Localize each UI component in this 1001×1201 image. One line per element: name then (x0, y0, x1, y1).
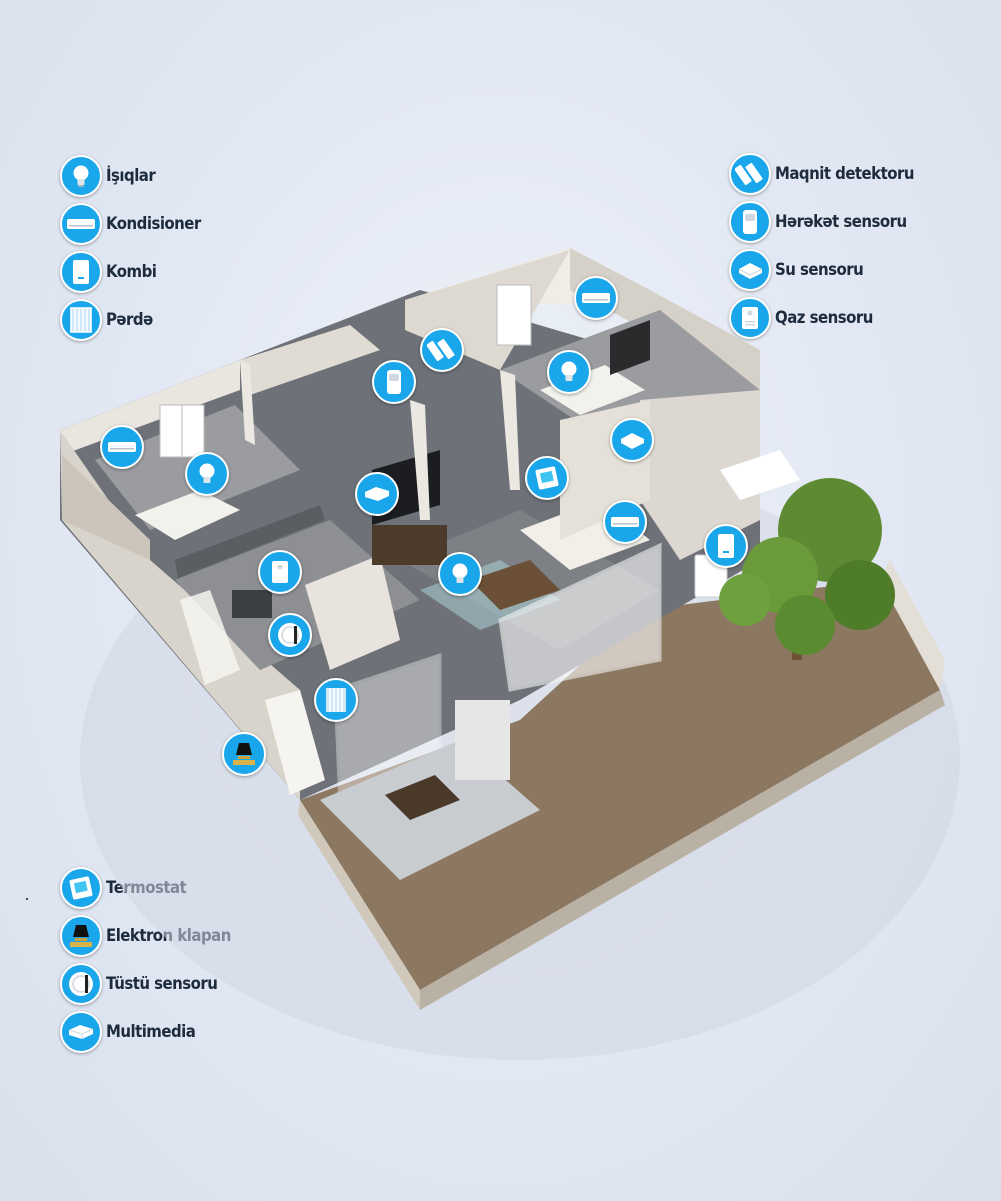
thermostat-icon (525, 456, 569, 500)
marker-magnetic-detector[interactable] (420, 328, 464, 372)
stove (232, 590, 272, 618)
kitchen-floor (175, 520, 420, 670)
light-bulb-icon (185, 452, 229, 496)
bathroom-wall (640, 390, 760, 560)
light-bulb-icon (547, 350, 591, 394)
marker-boiler[interactable] (704, 524, 748, 568)
window (496, 284, 532, 346)
motion-sensor-icon (729, 201, 771, 243)
stray-dot (26, 898, 28, 900)
curtain-icon (60, 299, 102, 341)
marker-electronic-valve[interactable] (222, 732, 266, 776)
inner-wall (500, 370, 520, 490)
marker-light-bulb[interactable] (438, 552, 482, 596)
kitchen-cabinets (175, 505, 325, 578)
counter (180, 590, 240, 685)
magnetic-detector-icon (729, 153, 771, 195)
water-sensor-icon (729, 249, 771, 291)
legend-label: Hərəkət sensoru (775, 212, 907, 232)
curtain-icon (314, 678, 358, 722)
shelf (265, 690, 325, 795)
legend-label: Pərdə (106, 310, 153, 330)
legend-item-electronic-valve: Elektron klapan (60, 912, 248, 960)
multimedia-icon (355, 472, 399, 516)
boiler-icon (704, 524, 748, 568)
legend-label: Su sensoru (775, 260, 864, 280)
marker-air-conditioner[interactable] (100, 425, 144, 469)
legend-item-boiler: Kombi (60, 248, 214, 296)
tv-console (372, 525, 447, 565)
tree (719, 478, 895, 660)
marker-gas-sensor[interactable] (258, 550, 302, 594)
marker-thermostat[interactable] (525, 456, 569, 500)
marker-light-bulb[interactable] (185, 452, 229, 496)
wall-left-shade (62, 455, 150, 560)
legend-bottom-left: Termostat Elektron klapan Tüstü sensoru … (60, 864, 248, 1056)
marker-water-sensor[interactable] (610, 418, 654, 462)
kitchen-island (305, 555, 400, 670)
legend-item-lights: İşıqlar (60, 152, 214, 200)
legend-top-right: Maqnit detektoru Hərəkət sensoru Su sens… (729, 150, 933, 342)
gas-sensor-icon (729, 297, 771, 339)
electronic-valve-icon (60, 915, 102, 957)
legend-item-magnetic-detector: Maqnit detektoru (729, 150, 933, 198)
legend-label: Tüstü sensoru (106, 974, 218, 994)
electronic-valve-icon (222, 732, 266, 776)
motion-sensor-icon (372, 360, 416, 404)
dining-table (385, 775, 460, 820)
marker-smoke-sensor[interactable] (268, 613, 312, 657)
air-conditioner-icon (603, 500, 647, 544)
legend-item-water-sensor: Su sensoru (729, 246, 933, 294)
wall-segment (240, 325, 380, 395)
headboard (610, 320, 650, 375)
legend-top-left: İşıqlar Kondisioner Kombi Pərdə (60, 152, 214, 344)
gas-sensor-icon (258, 550, 302, 594)
legend-label: Maqnit detektoru (775, 164, 914, 184)
master-bed (540, 365, 645, 415)
marker-motion-sensor[interactable] (372, 360, 416, 404)
marker-air-conditioner[interactable] (603, 500, 647, 544)
yard-wall-left (298, 800, 420, 1010)
yard-wall-right (880, 560, 945, 690)
legend-label: Kondisioner (106, 214, 201, 234)
legend-item-smoke-sensor: Tüstü sensoru (60, 960, 248, 1008)
legend-item-motion-sensor: Hərəkət sensoru (729, 198, 933, 246)
inner-wall (410, 400, 430, 520)
marker-multimedia[interactable] (355, 472, 399, 516)
yard-wall-front (420, 690, 945, 1010)
inner-wall (240, 360, 255, 445)
legend-label: Kombi (106, 262, 157, 282)
legend-item-air-conditioner: Kondisioner (60, 200, 214, 248)
legend-item-gas-sensor: Qaz sensoru (729, 294, 933, 342)
light-bulb-icon (60, 155, 102, 197)
legend-label: Qaz sensoru (775, 308, 873, 328)
yard-ground (300, 580, 940, 990)
boiler-icon (60, 251, 102, 293)
air-conditioner-icon (60, 203, 102, 245)
laundry (720, 450, 800, 500)
marker-curtain[interactable] (314, 678, 358, 722)
air-conditioner-icon (574, 276, 618, 320)
smoke-sensor-icon (60, 963, 102, 1005)
air-conditioner-icon (100, 425, 144, 469)
marker-light-bulb[interactable] (547, 350, 591, 394)
coffee-table (470, 560, 560, 610)
grill (455, 700, 510, 780)
legend-item-curtain: Pərdə (60, 296, 214, 344)
water-sensor-icon (610, 418, 654, 462)
legend-label: Multimedia (106, 1022, 196, 1042)
magnetic-detector-icon (420, 328, 464, 372)
smoke-sensor-icon (268, 613, 312, 657)
thermostat-icon (60, 867, 102, 909)
light-bulb-icon (438, 552, 482, 596)
bed (135, 490, 240, 540)
multimedia-icon (60, 1011, 102, 1053)
legend-label: İşıqlar (106, 166, 156, 186)
marker-air-conditioner[interactable] (574, 276, 618, 320)
legend-item-multimedia: Multimedia (60, 1008, 248, 1056)
front-window (498, 542, 662, 692)
